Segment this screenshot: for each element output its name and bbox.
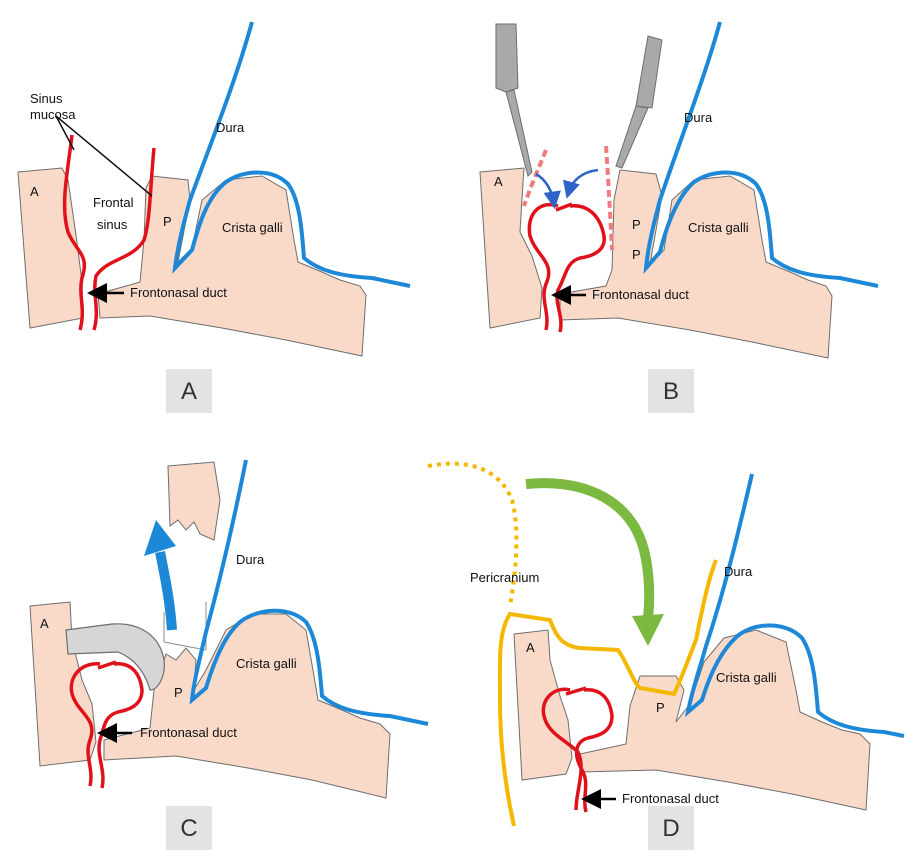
rotation-arrow	[526, 483, 649, 618]
label-crista-galli: Crista galli	[688, 220, 749, 235]
label-anterior-wall: A	[40, 616, 49, 631]
label-frontonasal-duct: Frontonasal duct	[130, 285, 227, 300]
instrument-right	[616, 36, 662, 168]
label-sinus-mucosa-2: mucosa	[30, 107, 76, 122]
skull-base-bone	[560, 170, 832, 358]
rotation-arrowhead	[632, 614, 664, 646]
label-dura: Dura	[236, 552, 265, 567]
panel-letter-c: C	[180, 815, 197, 842]
label-frontal-sinus-1: Frontal	[93, 195, 134, 210]
removal-arrow	[160, 552, 172, 630]
removed-mucosa-right	[606, 146, 612, 250]
label-posterior-wall: P	[163, 214, 172, 229]
fold-arrow-left	[536, 174, 554, 204]
label-crista-galli: Crista galli	[222, 220, 283, 235]
instrument-left	[496, 24, 532, 176]
label-posterior-wall: P	[174, 685, 183, 700]
label-frontonasal-duct: Frontonasal duct	[622, 791, 719, 806]
anterior-wall	[480, 168, 542, 328]
label-frontonasal-duct: Frontonasal duct	[140, 725, 237, 740]
label-pericranium: Pericranium	[470, 570, 539, 585]
skull-base-bone	[98, 176, 366, 356]
label-anterior-wall: A	[494, 174, 503, 189]
label-posterior-wall-1: P	[632, 217, 641, 232]
label-crista-galli: Crista galli	[716, 670, 777, 685]
label-dura: Dura	[216, 120, 245, 135]
label-dura: Dura	[684, 110, 713, 125]
label-sinus-mucosa-1: Sinus	[30, 91, 63, 106]
fold-arrow-right	[568, 170, 598, 194]
panel-b: Dura A P P Crista galli Frontonasal duct…	[480, 22, 878, 413]
panel-d: Pericranium Dura A P Crista galli Fronto…	[428, 464, 904, 850]
label-posterior-wall: P	[656, 700, 665, 715]
label-dura: Dura	[724, 564, 753, 579]
panel-c: Dura A P Crista galli Frontonasal duct C	[30, 460, 428, 850]
label-anterior-wall: A	[30, 184, 39, 199]
label-crista-galli: Crista galli	[236, 656, 297, 671]
label-frontonasal-duct: Frontonasal duct	[592, 287, 689, 302]
panel-a: Sinus mucosa Dura A Frontal sinus P Cris…	[18, 22, 410, 413]
panel-letter-b: B	[663, 378, 679, 405]
label-posterior-wall-2: P	[632, 247, 641, 262]
label-anterior-wall: A	[526, 640, 535, 655]
panel-letter-a: A	[181, 378, 197, 405]
anterior-wall	[18, 168, 83, 328]
removed-bone-flap	[168, 462, 220, 540]
panel-letter-d: D	[662, 815, 679, 842]
label-frontal-sinus-2: sinus	[97, 217, 128, 232]
